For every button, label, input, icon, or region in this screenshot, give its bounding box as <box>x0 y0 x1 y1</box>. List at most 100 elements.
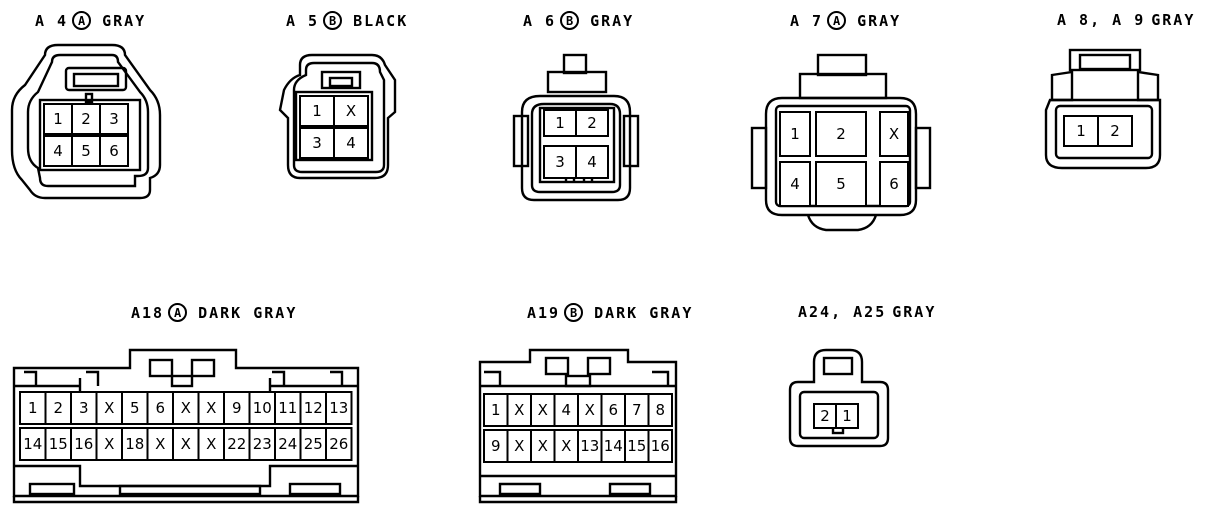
pin-label: X <box>538 437 548 455</box>
pin-cell <box>333 95 369 127</box>
pin-label: 18 <box>125 435 144 453</box>
pin-label: 1 <box>555 114 565 132</box>
pin-label: 1 <box>1076 122 1086 140</box>
pin-label: 16 <box>74 435 93 453</box>
pin-cell <box>172 391 200 425</box>
pin-label: 1 <box>28 399 38 417</box>
pin-cell <box>172 427 200 461</box>
pin-label: 3 <box>109 110 119 128</box>
connector-label-a24-a25: A24, A25 GRAY <box>798 303 936 321</box>
connector-color: GRAY <box>590 11 635 30</box>
pin-label: 5 <box>836 175 846 193</box>
pin-cell <box>70 427 98 461</box>
pin-label: 24 <box>278 435 297 453</box>
pin-label: 15 <box>627 437 646 455</box>
connector-color: DARK GRAY <box>198 303 298 322</box>
connector-name: A 6 <box>523 11 557 30</box>
pin-label: 4 <box>346 134 356 152</box>
pin-cell <box>44 391 72 425</box>
pin-label: 12 <box>304 399 323 417</box>
pin-label: 1 <box>312 102 322 120</box>
connector-label-a18: A18 A DARK GRAY <box>131 303 297 322</box>
pin-cell <box>647 393 673 427</box>
pin-label: 6 <box>109 142 119 160</box>
connector-name: A18 <box>131 303 165 322</box>
pin-label: 10 <box>253 399 272 417</box>
pin-label: 1 <box>491 401 501 419</box>
pin-label: 14 <box>23 435 42 453</box>
pin-cell <box>71 103 101 135</box>
pin-label: 7 <box>632 401 642 419</box>
pin-label: 1 <box>53 110 63 128</box>
pin-label: X <box>538 401 548 419</box>
pin-cell <box>43 103 73 135</box>
pin-cell <box>299 127 335 159</box>
connector-label-a5: A 5 B BLACK <box>286 11 408 30</box>
variant-badge: A <box>72 11 92 30</box>
connector-color: GRAY <box>892 303 937 321</box>
pin-label: 1 <box>790 125 800 143</box>
pin-label: X <box>561 437 571 455</box>
pin-cell <box>19 427 47 461</box>
pin-cell <box>274 391 302 425</box>
connector-name: A 5 <box>286 11 320 30</box>
pin-label: X <box>155 435 165 453</box>
pin-cell <box>248 391 276 425</box>
pin-label: 9 <box>491 437 501 455</box>
pin-label: X <box>181 435 191 453</box>
connector-label-a6: A 6 B GRAY <box>523 11 634 30</box>
pin-cell <box>879 111 909 157</box>
pin-cell <box>543 109 577 137</box>
pin-label: 13 <box>329 399 348 417</box>
pin-cell <box>197 427 225 461</box>
pin-cell <box>815 111 867 157</box>
pin-cell <box>879 161 909 207</box>
pin-cell <box>325 427 353 461</box>
pin-cell <box>121 427 149 461</box>
connector-name: A 8, A 9 <box>1057 11 1146 29</box>
variant-badge: B <box>323 11 343 30</box>
pin-label: 14 <box>604 437 623 455</box>
pin-label: X <box>346 102 356 120</box>
pin-label: 4 <box>587 153 597 171</box>
pin-label: 22 <box>227 435 246 453</box>
pin-cell <box>325 391 353 425</box>
pin-cell <box>95 391 123 425</box>
variant-badge: A <box>168 303 188 322</box>
pin-label: 2 <box>836 125 846 143</box>
connector-label-a4: A 4 A GRAY <box>35 11 146 30</box>
pin-cell <box>99 103 129 135</box>
pin-label: 13 <box>580 437 599 455</box>
pin-label: 16 <box>651 437 670 455</box>
pin-label: 1 <box>842 407 852 425</box>
pin-cell <box>44 427 72 461</box>
pin-label: 6 <box>889 175 899 193</box>
pin-label: X <box>889 125 899 143</box>
pin-label: 2 <box>587 114 597 132</box>
pin-label: 8 <box>655 401 665 419</box>
connector-color: GRAY <box>857 11 902 30</box>
variant-badge: B <box>560 11 580 30</box>
pin-cell <box>779 111 811 157</box>
pin-label: 5 <box>81 142 91 160</box>
connector-name: A19 <box>527 303 561 322</box>
pin-cell <box>43 135 73 167</box>
pin-label: 3 <box>555 153 565 171</box>
pin-label: 2 <box>53 399 63 417</box>
connector-label-a8-a9: A 8, A 9 GRAY <box>1057 11 1195 29</box>
pin-cell <box>815 161 867 207</box>
pin-label: 3 <box>79 399 89 417</box>
pin-label: 6 <box>608 401 618 419</box>
pin-label: 11 <box>278 399 297 417</box>
pin-label: X <box>206 399 216 417</box>
pin-cell <box>647 429 673 463</box>
pin-label: X <box>104 399 114 417</box>
pin-cell <box>779 161 811 207</box>
connector-color: BLACK <box>353 11 409 30</box>
pin-label: 15 <box>49 435 68 453</box>
pin-label: 25 <box>304 435 323 453</box>
